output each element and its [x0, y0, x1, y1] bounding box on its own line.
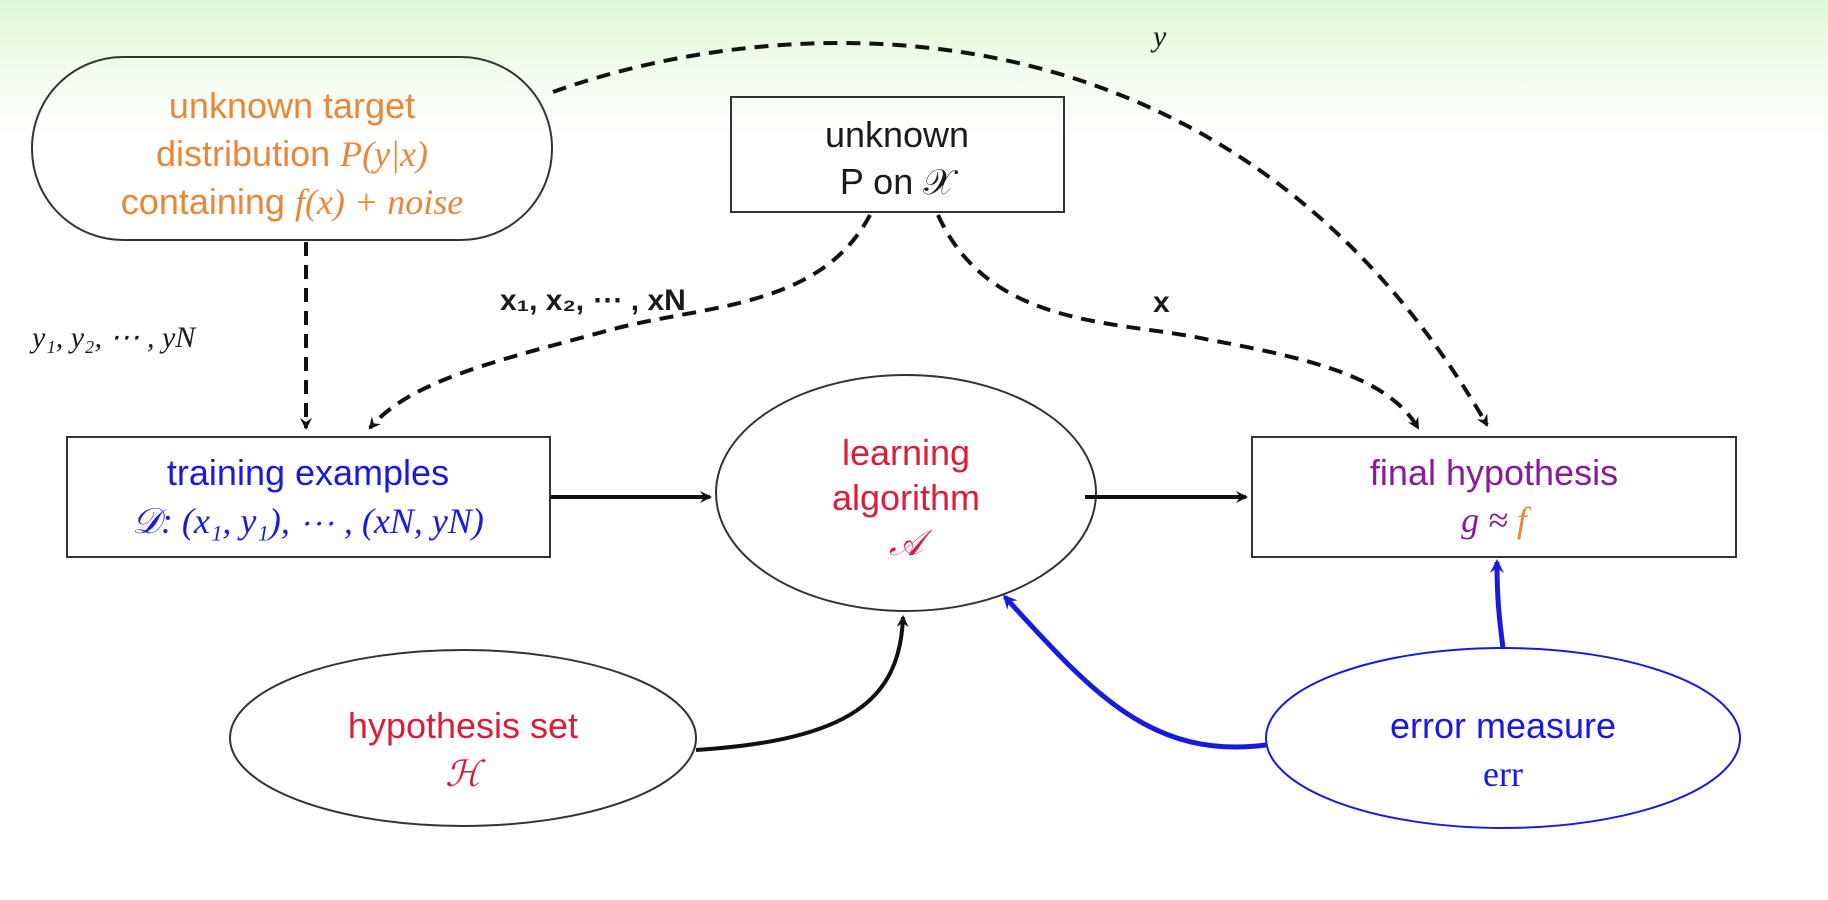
target-distribution-node	[31, 56, 553, 241]
edge-label-xs: x₁, x₂, ⋯ , xN	[500, 284, 686, 317]
training-dataset: 𝒟: (x₁, y₁), ⋯ , (xN, yN)	[132, 501, 484, 541]
error-to-final-edge	[1490, 559, 1506, 649]
hypothesis-set-node	[229, 649, 697, 827]
target-title: unknown target	[168, 85, 416, 126]
error-symbol: err	[1483, 754, 1523, 794]
final-formula: g ≈ f	[1461, 502, 1527, 538]
edge-label-x: x	[1153, 286, 1170, 319]
algorithm-title: algorithm	[831, 477, 981, 518]
target-containing-line: containing f(x) + noise	[120, 181, 464, 222]
input-title: unknown	[824, 114, 970, 155]
input-subtitle: P on 𝒳	[839, 161, 955, 202]
error-title: error measure	[1389, 705, 1617, 746]
final-f: f	[1516, 500, 1527, 540]
target-line3-math: f(x) + noise	[294, 182, 464, 222]
target-line3-text: containing	[120, 181, 295, 222]
edge-label-y: y	[1153, 20, 1167, 53]
hypothesis-symbol: ℋ	[445, 754, 481, 794]
input-to-training-dashed-edge	[368, 214, 872, 430]
edge-label-ys: y₁, y₂, ⋯ , yN	[32, 321, 196, 354]
learning-title: learning	[841, 432, 971, 473]
algorithm-symbol: 𝒜	[888, 523, 924, 563]
hypothesis-to-learning-edge	[695, 615, 909, 752]
learning-algorithm-node	[715, 374, 1097, 612]
final-title: final hypothesis	[1369, 452, 1619, 493]
target-distribution-line: distribution P(y|x)	[156, 133, 428, 174]
input-distribution-node	[730, 96, 1065, 213]
training-title: training examples	[166, 452, 450, 493]
final-hypothesis-node	[1251, 436, 1737, 558]
hypothesis-title: hypothesis set	[347, 705, 579, 746]
input-to-final-dashed-edge	[936, 214, 1420, 430]
target-to-final-dashed-edge	[552, 41, 1489, 427]
final-g: g ≈	[1461, 500, 1508, 540]
target-line2-text: distribution	[156, 133, 341, 174]
target-line2-math: P(y|x)	[340, 134, 428, 174]
error-to-learning-edge	[1002, 594, 1267, 750]
